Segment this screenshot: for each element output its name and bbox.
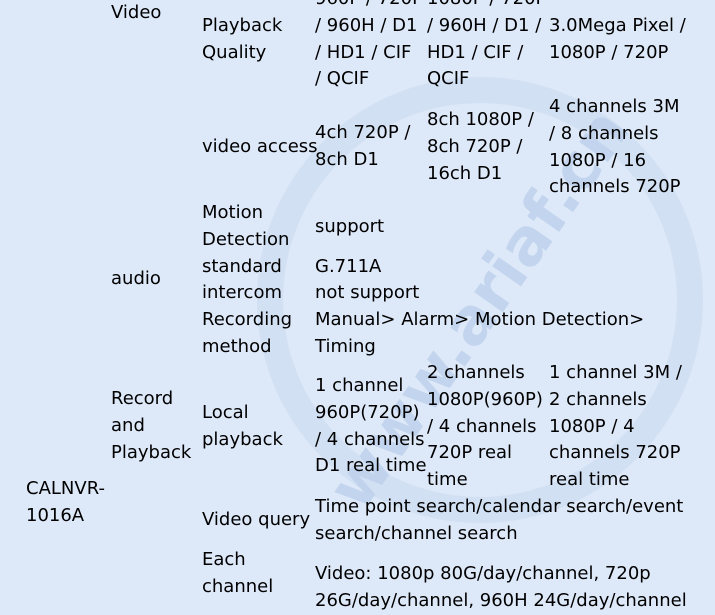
- video-access-col1: 4ch 720P / 8ch D1: [315, 122, 411, 170]
- video-access-col3: 4 channels 3M / 8 channels 1080P / 16 ch…: [549, 96, 681, 198]
- local-playback-label: Local playback: [202, 402, 283, 450]
- motion-detection-value: support: [315, 216, 385, 237]
- intercom-value: not support: [315, 282, 420, 303]
- section-audio: audio: [111, 268, 161, 289]
- model-name: CALNVR- 1016A: [26, 478, 105, 526]
- video-query-value: Time point search/calendar search/event …: [315, 496, 684, 544]
- local-playback-col3: 1 channel 3M / 2 channels 1080P / 4 chan…: [549, 362, 682, 491]
- recording-method-label: Recording method: [202, 309, 293, 357]
- section-record: Record and Playback: [111, 388, 192, 463]
- local-playback-col1: 1 channel 960P(720P) / 4 channels D1 rea…: [315, 375, 427, 477]
- audio-standard-value: G.711A: [315, 256, 382, 277]
- playback-quality-label: Playback Quality: [202, 15, 283, 63]
- video-query-label: Video query: [202, 509, 311, 530]
- playback-quality-col1: 960P / 720P / 960H / D1 / HD1 / CIF / QC…: [315, 0, 423, 90]
- video-access-col2: 8ch 1080P / 8ch 720P / 16ch D1: [427, 109, 534, 184]
- playback-quality-col3: 3.0Mega Pixel / 1080P / 720P: [549, 15, 686, 63]
- each-channel-label: Each channel: [202, 549, 274, 597]
- video-access-label: video access: [202, 136, 318, 157]
- audio-standard-label: standard: [202, 256, 282, 277]
- recording-method-value: Manual> Alarm> Motion Detection> Timing: [315, 309, 645, 357]
- each-channel-value: Video: 1080p 80G/day/channel, 720p 26G/d…: [315, 563, 687, 611]
- section-video: Video: [111, 2, 162, 23]
- playback-quality-col2: 1080P / 720P / 960H / D1 / HD1 / CIF / Q…: [427, 0, 546, 90]
- local-playback-col2: 2 channels 1080P(960P) / 4 channels 720P…: [427, 362, 543, 491]
- intercom-label: intercom: [202, 282, 282, 303]
- motion-detection-label: Motion Detection: [202, 202, 290, 250]
